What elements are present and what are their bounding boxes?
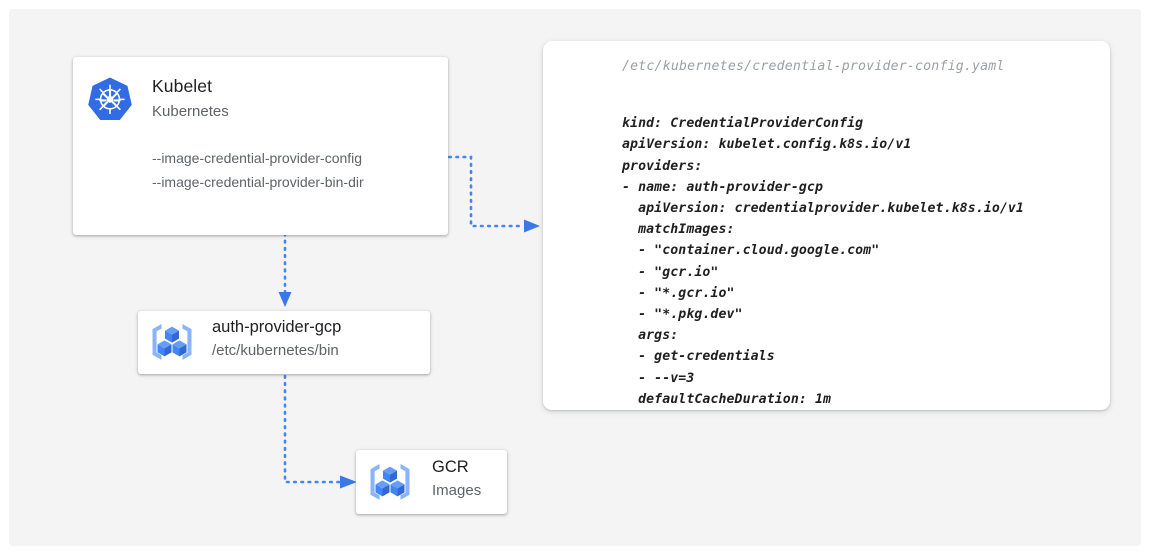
kubernetes-logo-icon	[88, 77, 132, 121]
cube-bottom-left	[375, 480, 390, 497]
kubelet-card[interactable]: Kubelet Kubernetes --image-credential-pr…	[73, 57, 448, 235]
config-file-path: /etc/kubernetes/credential-provider-conf…	[622, 59, 1005, 74]
kubelet-flag-image-credential-provider-bin-dir: --image-credential-provider-bin-dir	[152, 174, 364, 190]
cube-top	[383, 466, 397, 483]
kubelet-subtitle: Kubernetes	[152, 103, 229, 120]
auth-provider-gcp-card[interactable]: auth-provider-gcp /etc/kubernetes/bin	[138, 311, 430, 374]
cube-top	[165, 326, 179, 343]
gcr-card[interactable]: GCR Images	[356, 450, 507, 514]
cube-bottom-right	[390, 480, 405, 497]
cube-bottom-right	[172, 340, 187, 357]
gcr-title: GCR	[432, 458, 469, 476]
kubelet-flag-image-credential-provider-config: --image-credential-provider-config	[152, 150, 363, 166]
gcp-container-icon	[370, 464, 410, 500]
kubelet-title: Kubelet	[152, 76, 213, 96]
cube-bottom-left	[157, 340, 172, 357]
credential-provider-config-card[interactable]: /etc/kubernetes/credential-provider-conf…	[543, 41, 1110, 410]
config-yaml-body: kind: CredentialProviderConfig apiVersio…	[622, 116, 1024, 407]
gcp-container-icon	[152, 324, 192, 360]
auth-provider-gcp-title: auth-provider-gcp	[212, 318, 342, 336]
gcr-subtitle: Images	[432, 482, 482, 499]
auth-provider-gcp-path: /etc/kubernetes/bin	[212, 342, 339, 359]
